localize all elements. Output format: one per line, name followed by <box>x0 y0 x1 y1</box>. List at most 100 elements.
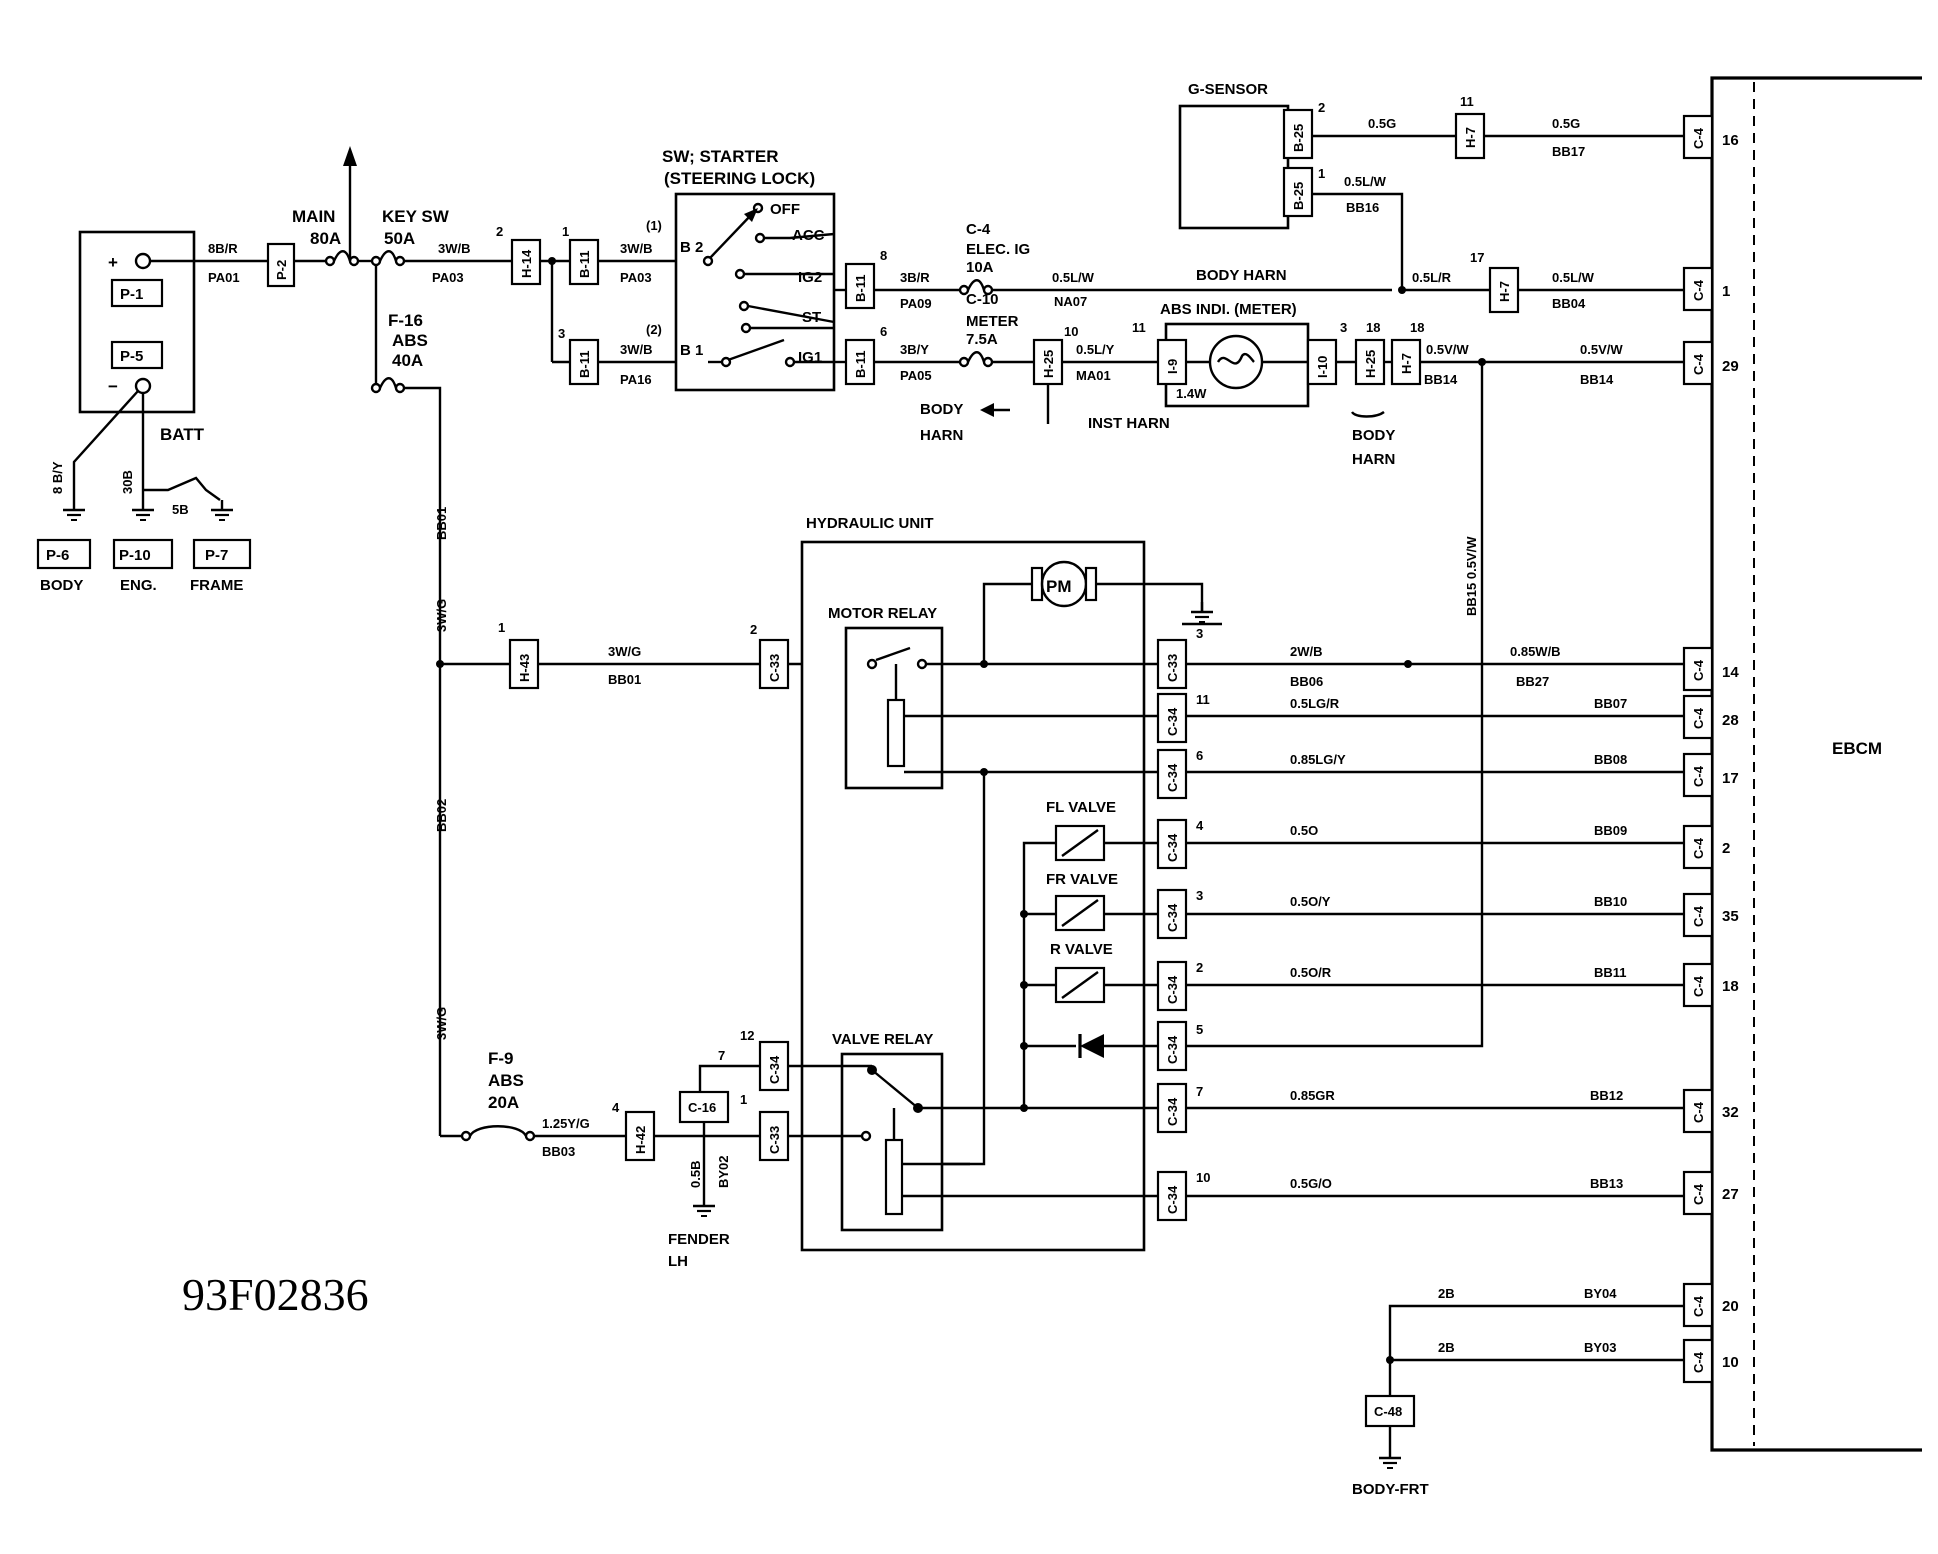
svg-text:FENDER: FENDER <box>668 1231 730 1248</box>
svg-text:0.5L/W: 0.5L/W <box>1052 270 1095 285</box>
svg-text:ABS: ABS <box>392 331 428 350</box>
svg-text:10: 10 <box>1722 1354 1739 1371</box>
svg-text:1.4W: 1.4W <box>1176 386 1207 401</box>
svg-text:2: 2 <box>496 224 503 239</box>
connector-h7-11 <box>1454 112 1486 160</box>
svg-text:BB04: BB04 <box>1552 296 1586 311</box>
svg-text:6: 6 <box>880 324 887 339</box>
svg-text:1: 1 <box>740 1092 747 1107</box>
svg-text:80A: 80A <box>310 229 341 248</box>
connector-h25-18 <box>1354 338 1386 386</box>
svg-text:C-4: C-4 <box>1691 765 1706 787</box>
svg-text:H-25: H-25 <box>1363 350 1378 378</box>
connector-c4-32 <box>1682 1088 1714 1134</box>
svg-text:C-34: C-34 <box>1165 1035 1180 1064</box>
batt-label: BATT <box>160 425 205 444</box>
svg-text:FR VALVE: FR VALVE <box>1046 871 1118 888</box>
svg-text:C-34: C-34 <box>767 1055 782 1084</box>
connector-b25-2 <box>1282 108 1314 160</box>
svg-text:16: 16 <box>1722 132 1739 149</box>
connector-h7-18 <box>1390 338 1422 386</box>
svg-text:H-14: H-14 <box>519 249 534 278</box>
svg-text:0.5G: 0.5G <box>1368 116 1396 131</box>
svg-text:OFF: OFF <box>770 201 800 218</box>
svg-text:C-4: C-4 <box>1691 353 1706 375</box>
svg-text:3: 3 <box>1196 626 1203 641</box>
svg-text:C-34: C-34 <box>1165 903 1180 932</box>
ebcm-connectors: C-4 16 C-4 1 C-4 29 C-4 14 C-4 28 C-4 17… <box>1682 114 1739 1384</box>
svg-text:C-4: C-4 <box>1691 837 1706 859</box>
svg-text:6: 6 <box>1196 748 1203 763</box>
svg-text:0.5O: 0.5O <box>1290 823 1318 838</box>
svg-text:35: 35 <box>1722 908 1739 925</box>
svg-text:10: 10 <box>1064 324 1078 339</box>
svg-text:P-2: P-2 <box>274 260 289 280</box>
svg-text:28: 28 <box>1722 712 1739 729</box>
connector-c34-11 <box>1156 692 1188 744</box>
svg-text:3W/B: 3W/B <box>620 342 653 357</box>
svg-text:BB09: BB09 <box>1594 823 1627 838</box>
svg-text:17: 17 <box>1470 250 1484 265</box>
svg-text:0.5G: 0.5G <box>1552 116 1580 131</box>
svg-text:(1): (1) <box>646 218 662 233</box>
svg-text:18: 18 <box>1410 320 1424 335</box>
connector-p7 <box>192 538 252 570</box>
svg-text:H-7: H-7 <box>1463 127 1478 148</box>
svg-text:FRAME: FRAME <box>190 577 243 594</box>
connector-c33-3 <box>1156 638 1188 690</box>
connector-b11-6 <box>844 338 876 386</box>
svg-text:3W/B: 3W/B <box>620 241 653 256</box>
svg-text:0.5L/R: 0.5L/R <box>1412 270 1452 285</box>
svg-text:C-4: C-4 <box>1691 975 1706 997</box>
svg-text:C-33: C-33 <box>767 654 782 682</box>
svg-text:NA07: NA07 <box>1054 294 1087 309</box>
svg-text:(STEERING LOCK): (STEERING LOCK) <box>664 169 815 188</box>
svg-text:B-11: B-11 <box>853 351 868 378</box>
svg-text:H-42: H-42 <box>633 1126 648 1154</box>
svg-text:H-43: H-43 <box>517 654 532 682</box>
connector-c34-2 <box>1156 960 1188 1012</box>
svg-text:BB02: BB02 <box>434 799 449 832</box>
connector-c33-1 <box>758 1110 790 1162</box>
svg-text:BB12: BB12 <box>1590 1088 1623 1103</box>
svg-text:8 B/Y: 8 B/Y <box>50 461 65 494</box>
svg-text:11: 11 <box>1460 94 1474 109</box>
svg-text:0.5L/W: 0.5L/W <box>1552 270 1595 285</box>
svg-text:50A: 50A <box>384 229 415 248</box>
svg-text:30B: 30B <box>120 470 135 494</box>
svg-text:40A: 40A <box>392 351 423 370</box>
svg-text:MAIN: MAIN <box>292 207 335 226</box>
svg-text:10: 10 <box>1196 1170 1210 1185</box>
svg-text:MA01: MA01 <box>1076 368 1111 383</box>
svg-text:0.5V/W: 0.5V/W <box>1426 342 1469 357</box>
svg-text:C-4: C-4 <box>1691 905 1706 927</box>
connector-b11-8 <box>844 262 876 310</box>
connector-c4-2 <box>1682 824 1714 870</box>
connector-c4-27 <box>1682 1170 1714 1216</box>
svg-text:BB14: BB14 <box>1424 372 1458 387</box>
svg-text:C-16: C-16 <box>688 1100 716 1115</box>
svg-text:+: + <box>108 253 118 272</box>
svg-text:BB14: BB14 <box>1580 372 1614 387</box>
ebcm-ground: 2B BY04 2B BY03 C-48 BODY-FRT <box>1352 1286 1684 1498</box>
svg-text:BB10: BB10 <box>1594 894 1627 909</box>
connector-c34-7 <box>1156 1082 1188 1134</box>
svg-text:5B: 5B <box>172 502 189 517</box>
svg-text:BB13: BB13 <box>1590 1176 1623 1191</box>
svg-text:IG2: IG2 <box>798 269 822 286</box>
svg-text:3W/G: 3W/G <box>434 1007 449 1040</box>
svg-text:BODY: BODY <box>40 577 83 594</box>
starter-switch: SW; STARTER (STEERING LOCK) B 2 B 1 OFF … <box>662 147 836 392</box>
svg-text:P-7: P-7 <box>205 547 228 564</box>
svg-text:H-7: H-7 <box>1399 353 1414 374</box>
svg-text:32: 32 <box>1722 1104 1739 1121</box>
svg-text:0.5O/R: 0.5O/R <box>1290 965 1332 980</box>
svg-text:B-11: B-11 <box>853 275 868 302</box>
svg-text:BODY: BODY <box>1352 427 1395 444</box>
connector-c4-16 <box>1682 114 1714 160</box>
connector-h42 <box>624 1110 656 1162</box>
svg-text:BY04: BY04 <box>1584 1286 1617 1301</box>
svg-text:−: − <box>108 377 118 396</box>
connector-c4-29 <box>1682 340 1714 386</box>
svg-text:3: 3 <box>1196 888 1203 903</box>
